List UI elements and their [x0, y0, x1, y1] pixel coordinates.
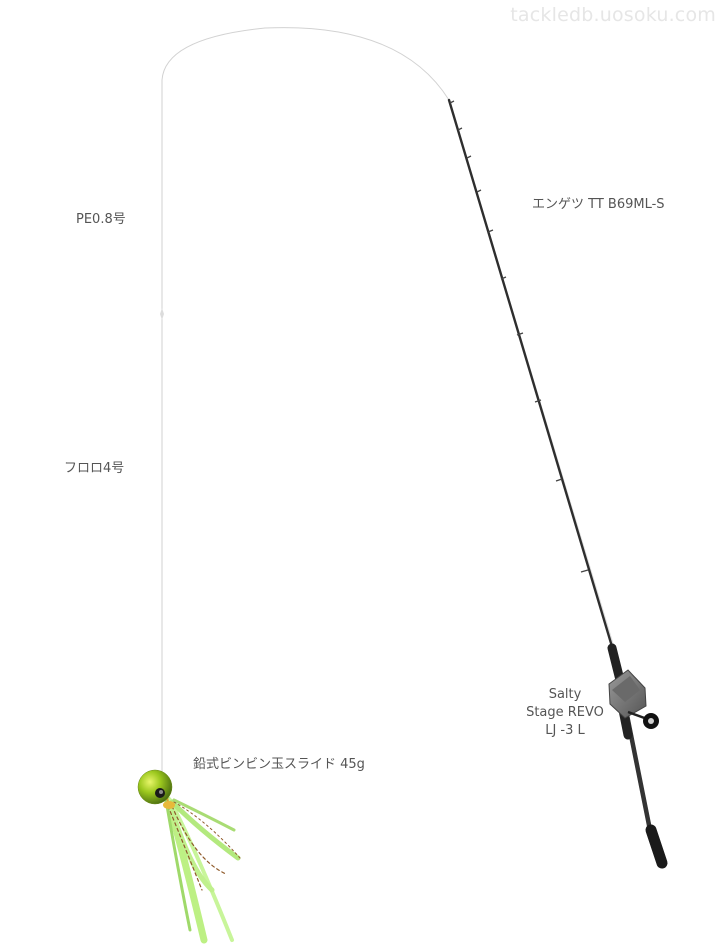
line-knot — [160, 308, 164, 320]
guide — [457, 127, 463, 131]
lure-knot-bead — [163, 801, 175, 809]
guide — [449, 100, 455, 104]
guide — [487, 229, 494, 233]
reel-label: Salty Stage REVO LJ -3 L — [525, 686, 605, 740]
rod-blank — [447, 98, 618, 662]
rod-butt-grip — [645, 824, 668, 869]
rod-label: エンゲツ TT B69ML-S — [532, 197, 665, 212]
reel-icon — [608, 669, 659, 729]
guide — [516, 332, 524, 336]
watermark: tackledb.uosoku.com — [510, 4, 716, 26]
lure-skirt — [164, 796, 241, 944]
guide — [476, 189, 482, 193]
rod-grip-front — [607, 643, 625, 685]
guide — [534, 399, 542, 403]
lure-icon — [137, 769, 241, 944]
fishing-line — [161, 27, 450, 772]
reel-knob-center — [648, 718, 654, 724]
rod-icon — [447, 98, 668, 869]
lure-head — [137, 769, 173, 805]
guide — [500, 276, 507, 280]
rod-guides — [449, 100, 589, 573]
lure-eye-highlight — [159, 790, 163, 794]
lure-label: 鉛式ビンビン玉スライド 45g — [193, 757, 365, 772]
leader-label: フロロ4号 — [64, 461, 125, 476]
guide — [466, 155, 472, 159]
reel-label-line: LJ -3 L — [545, 723, 585, 738]
reel-label-line: Salty — [548, 687, 582, 702]
guide — [580, 569, 589, 573]
main-line-label: PE0.8号 — [76, 212, 126, 227]
reel-label-line: Stage REVO — [526, 705, 604, 720]
reel-frame — [612, 676, 640, 702]
guide — [555, 478, 563, 482]
